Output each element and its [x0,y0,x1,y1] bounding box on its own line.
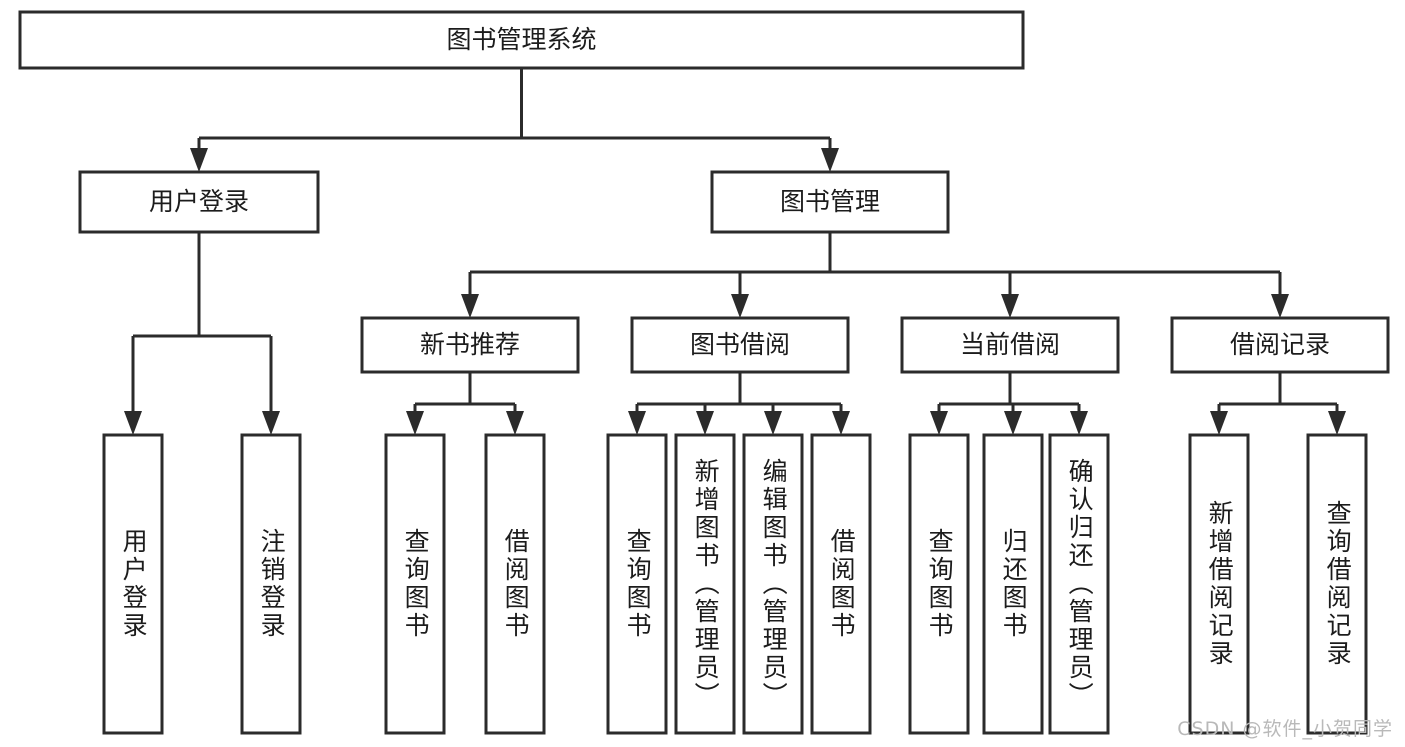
node-boxes [18,10,1390,735]
node-leaf-10[interactable] [1048,433,1110,735]
node-leaf-5[interactable] [674,433,736,735]
node-leaf-2[interactable] [384,433,446,735]
node-level3-0[interactable] [360,316,580,374]
node-leaf-6[interactable] [742,433,804,735]
arrow-head-icon [124,411,142,435]
arrow-head-icon [832,411,850,435]
node-level2-0-label: 用户登录 [149,187,249,216]
arrow-head-icon [1001,294,1019,318]
node-level2-1[interactable] [710,170,950,234]
node-level2-0[interactable] [78,170,320,234]
arrow-head-icon [930,411,948,435]
arrow-head-icon [628,411,646,435]
arrow-head-icon [262,411,280,435]
node-leaf-9[interactable] [982,433,1044,735]
arrow-head-icon [506,411,524,435]
arrow-head-icon [764,411,782,435]
node-level3-0-label: 新书推荐 [420,330,520,359]
node-level3-2-label: 当前借阅 [960,330,1060,359]
node-root-label: 图书管理系统 [446,25,596,54]
arrow-head-icon [731,294,749,318]
node-root[interactable] [18,10,1025,70]
node-leaf-12[interactable] [1306,433,1368,735]
arrow-head-icon [1210,411,1228,435]
node-leaf-11[interactable] [1188,433,1250,735]
node-leaf-7[interactable] [810,433,872,735]
node-level3-3[interactable] [1170,316,1390,374]
node-level3-1[interactable] [630,316,850,374]
arrow-head-icon [1271,294,1289,318]
node-leaf-4[interactable] [606,433,668,735]
node-level3-3-label: 借阅记录 [1230,330,1330,359]
node-leaf-8[interactable] [908,433,970,735]
node-leaf-3[interactable] [484,433,546,735]
arrow-head-icon [696,411,714,435]
node-level2-1-label: 图书管理 [780,187,880,216]
arrow-head-icon [1328,411,1346,435]
node-leaf-1[interactable] [240,433,302,735]
arrow-head-icon [406,411,424,435]
node-level3-1-label: 图书借阅 [690,330,790,359]
node-leaf-0[interactable] [102,433,164,735]
arrow-head-icon [1070,411,1088,435]
arrow-head-icon [821,148,839,172]
node-level3-2[interactable] [900,316,1120,374]
csdn-watermark: CSDN @软件_小贺同学 [1177,718,1393,740]
arrow-head-icon [190,148,208,172]
connector-lines [124,68,1346,435]
arrow-head-icon [1004,411,1022,435]
arrow-head-icon [461,294,479,318]
